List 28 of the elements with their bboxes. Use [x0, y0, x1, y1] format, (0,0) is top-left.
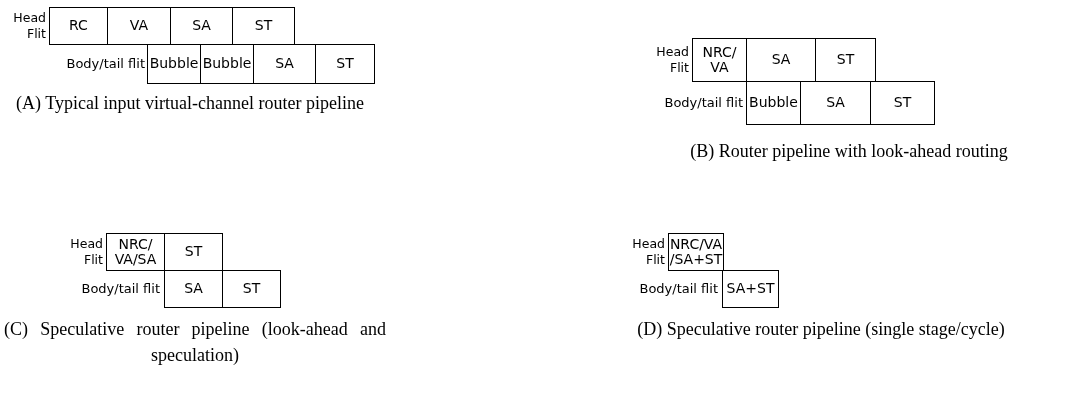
row-label: Body/tail flit [66, 55, 145, 74]
subfigure-caption: (D) Speculative router pipeline (single stage/cycle) [637, 318, 1005, 341]
subfigure-caption: (A) Typical input virtual-channel router pipeline [16, 92, 364, 115]
pipeline-stage-cell: ST [232, 7, 295, 45]
subfigure-caption: (C) Speculative router pipeline (look-ahead and speculation) [4, 318, 386, 368]
pipeline-stage-cell: SA+ST [722, 270, 779, 308]
pipeline-stage-cell: NRC/ VA/SA [106, 233, 165, 271]
pipeline-stage-cell: NRC/VA /SA+ST [668, 233, 724, 271]
pipeline-stage-cell: ST [222, 270, 281, 308]
pipeline-stage-cell: ST [315, 44, 375, 84]
pipeline-stage-cell: Bubble [147, 44, 201, 84]
row-label: Head Flit [655, 44, 689, 76]
pipeline-stage-cell: ST [815, 38, 876, 82]
pipeline-stage-cell: Bubble [746, 81, 801, 125]
row-label: Body/tail flit [664, 94, 743, 113]
subfigure-caption: (B) Router pipeline with look-ahead routing [690, 140, 1008, 163]
row-label: Body/tail flit [639, 280, 718, 299]
row-label: Head Flit [69, 236, 103, 268]
row-label: Body/tail flit [81, 280, 160, 299]
pipeline-stage-cell: SA [253, 44, 316, 84]
pipeline-stage-cell: NRC/ VA [692, 38, 747, 82]
pipeline-stage-cell: SA [164, 270, 223, 308]
pipeline-stage-cell: RC [49, 7, 108, 45]
pipeline-stage-cell: ST [870, 81, 935, 125]
pipeline-stage-cell: VA [107, 7, 171, 45]
row-label: Head Flit [631, 236, 665, 268]
row-label: Head Flit [12, 10, 46, 42]
pipeline-stage-cell: ST [164, 233, 223, 271]
